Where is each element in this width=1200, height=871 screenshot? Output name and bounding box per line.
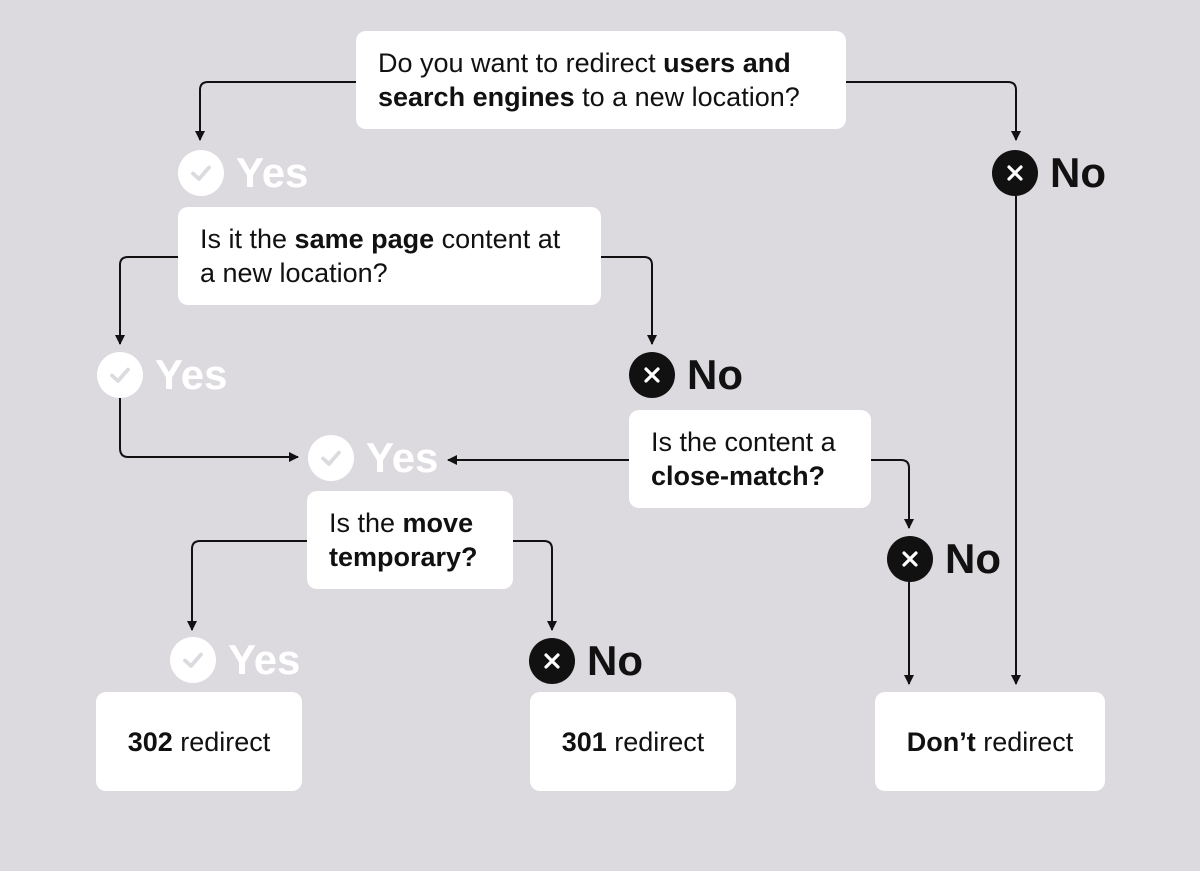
result-301-redirect: 301 redirect xyxy=(530,692,736,791)
yes-label-merged: Yes xyxy=(308,435,438,481)
check-icon xyxy=(97,352,143,398)
arrow-q3-no xyxy=(871,459,914,529)
no-text: No xyxy=(587,637,643,684)
no-label-q2: No xyxy=(629,352,743,398)
cross-icon xyxy=(629,352,675,398)
check-icon xyxy=(178,150,224,196)
no-label-q1: No xyxy=(992,150,1106,196)
yes-text: Yes xyxy=(366,434,439,481)
arrow-q1-yes xyxy=(195,81,356,141)
check-icon xyxy=(308,435,354,481)
yes-label-q4: Yes xyxy=(170,637,300,683)
cross-icon xyxy=(529,638,575,684)
cross-icon xyxy=(992,150,1038,196)
question-close-match: Is the content a close-match? xyxy=(629,410,871,508)
yes-text: Yes xyxy=(228,636,301,683)
check-icon xyxy=(170,637,216,683)
yes-text: Yes xyxy=(236,149,309,196)
arrow-q4-yes xyxy=(187,540,307,631)
yes-label-q1: Yes xyxy=(178,150,308,196)
result-302-redirect: 302 redirect xyxy=(96,692,302,791)
result-dont-redirect: Don’t redirect xyxy=(875,692,1105,791)
question-move-temporary: Is the move temporary? xyxy=(307,491,513,589)
no-label-q4: No xyxy=(529,638,643,684)
arrow-q4-no xyxy=(513,540,557,631)
cross-icon xyxy=(887,536,933,582)
no-text: No xyxy=(687,351,743,398)
question-same-page: Is it the same page content at a new loc… xyxy=(178,207,601,305)
question-redirect-users: Do you want to redirect users and search… xyxy=(356,31,846,129)
no-text: No xyxy=(1050,149,1106,196)
arrow-q2-no xyxy=(601,256,657,345)
yes-label-q2: Yes xyxy=(97,352,227,398)
arrow-yes2-merge xyxy=(119,398,299,462)
arrow-q1-no xyxy=(846,81,1021,141)
arrow-q2-yes xyxy=(115,256,178,345)
yes-text: Yes xyxy=(155,351,228,398)
no-label-q3: No xyxy=(887,536,1001,582)
no-text: No xyxy=(945,535,1001,582)
